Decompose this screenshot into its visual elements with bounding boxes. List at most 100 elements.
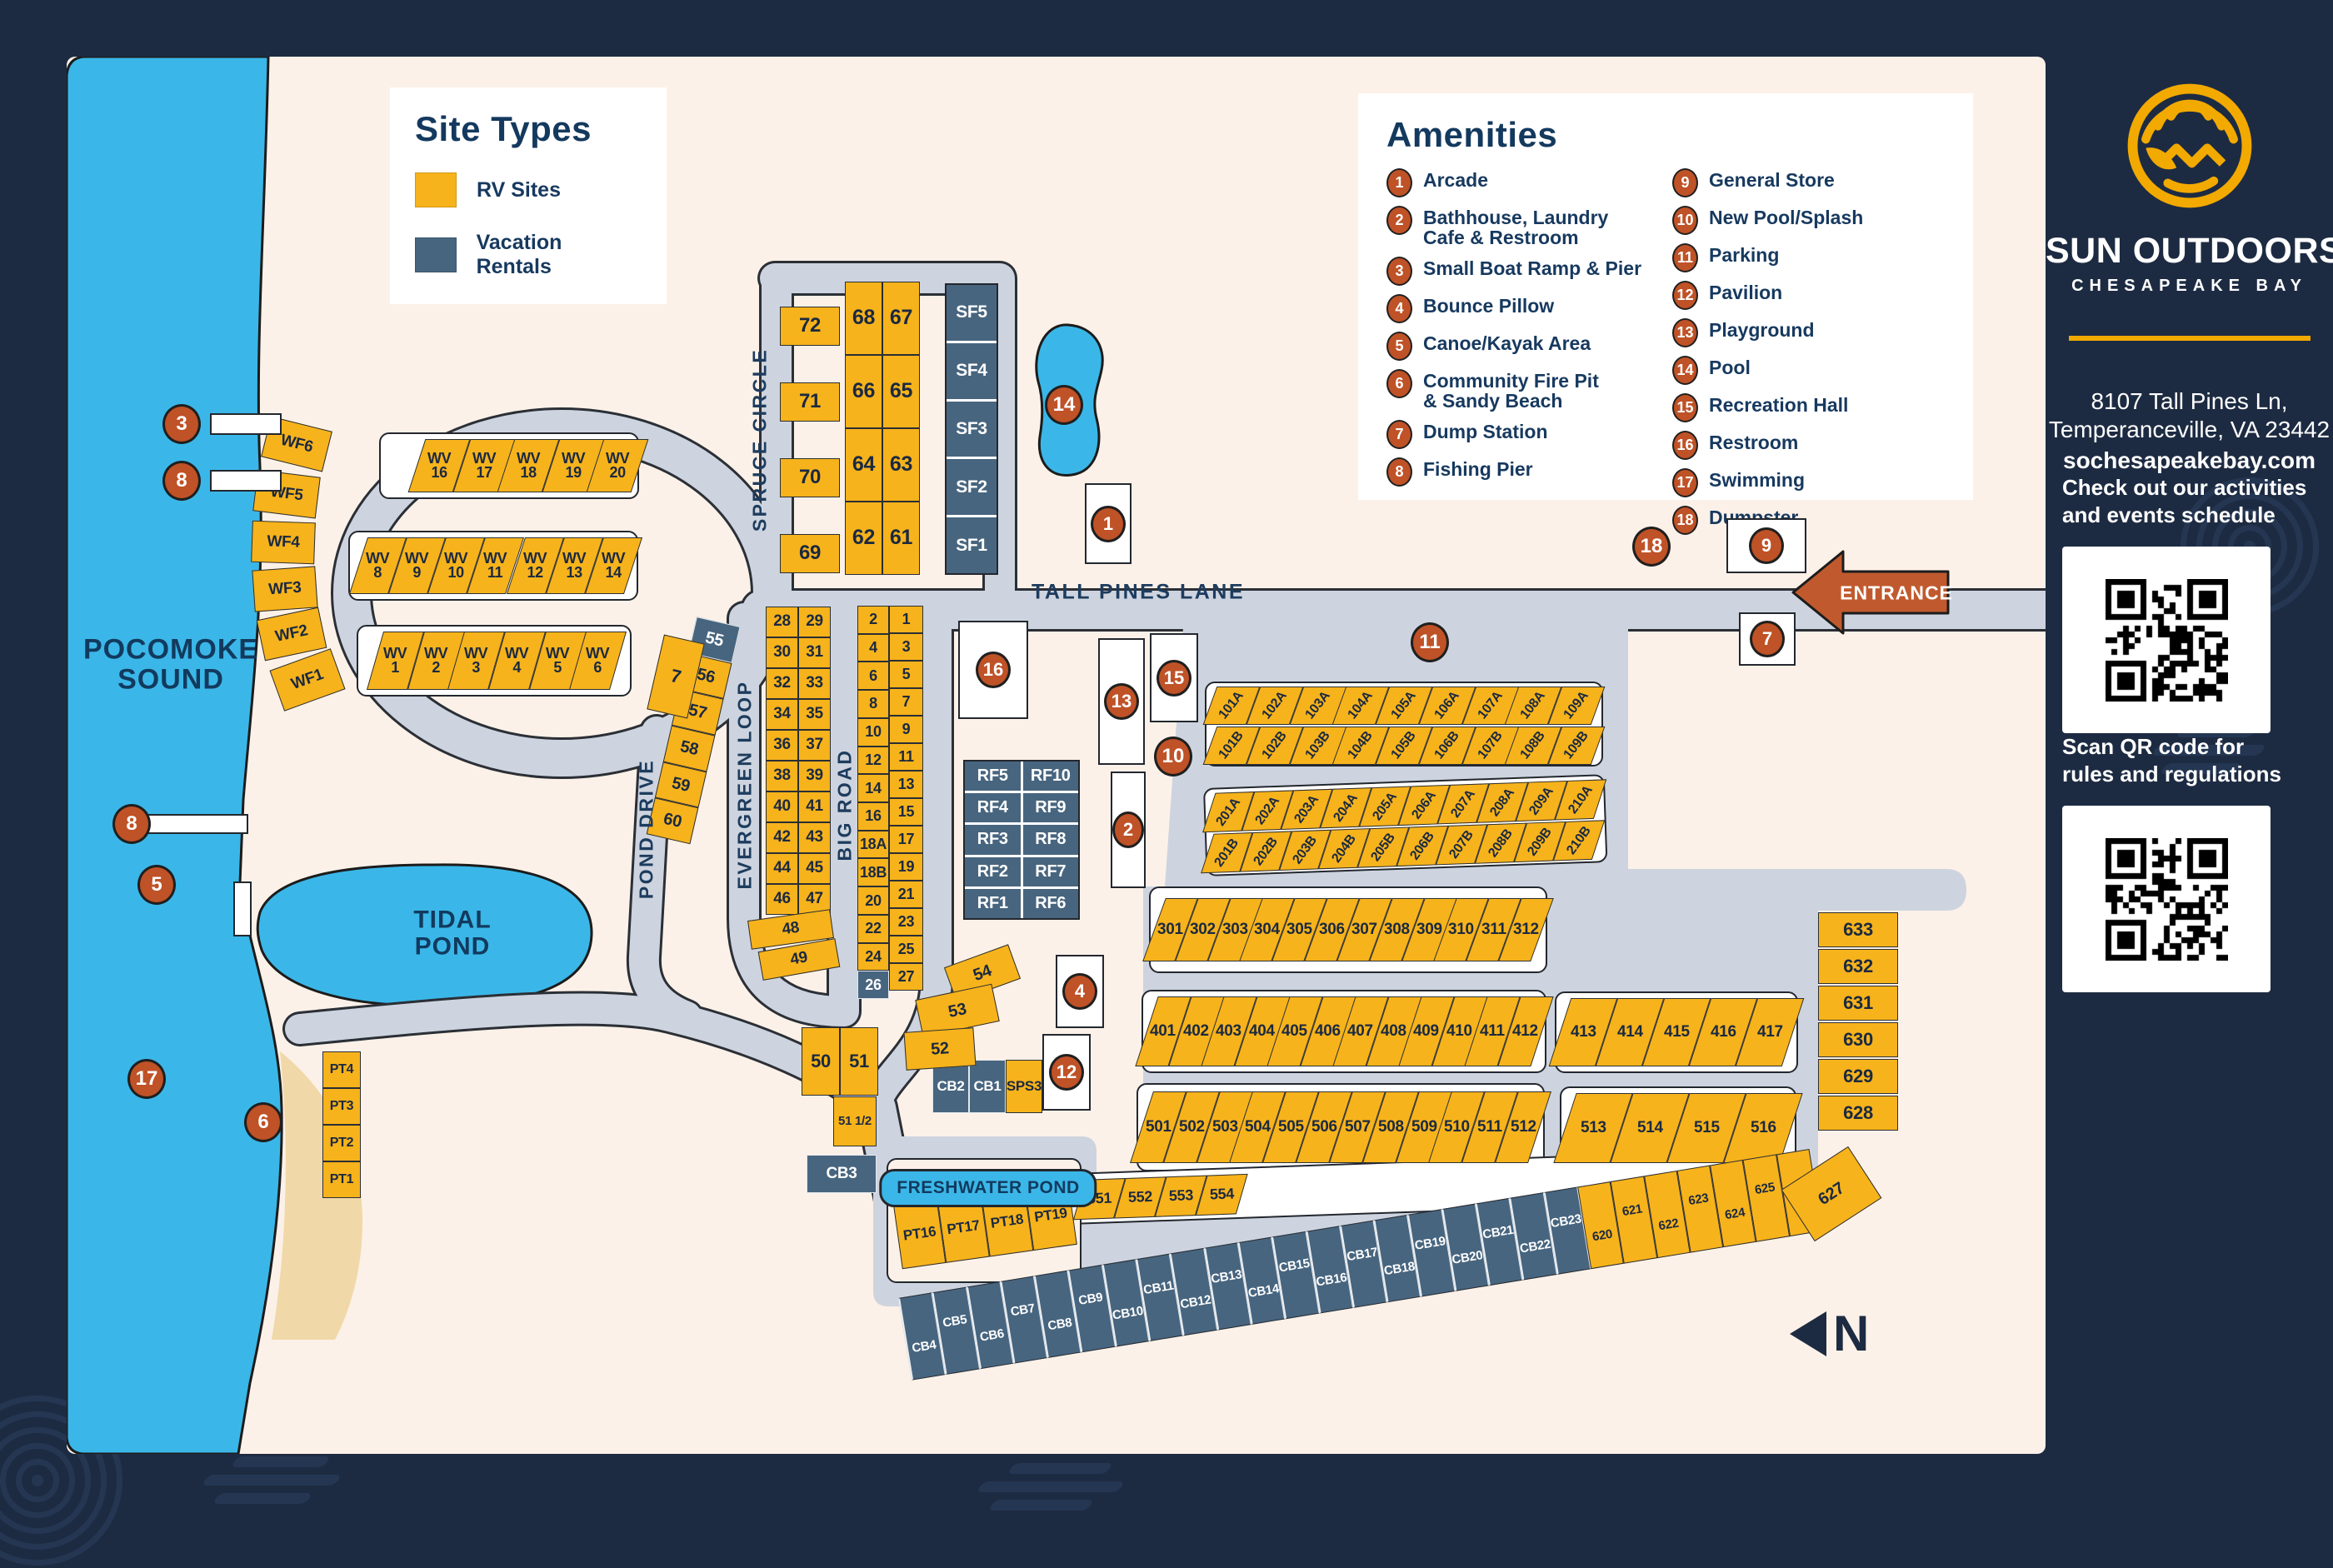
amenity-marker-3: 3 bbox=[162, 404, 201, 444]
site-WF3: WF3 bbox=[252, 566, 318, 612]
amenity-item: 8 Fishing Pier bbox=[1386, 457, 1659, 487]
decor-wave-bottom-2 bbox=[976, 1463, 1126, 1511]
site-6: 6 bbox=[857, 662, 889, 691]
amenity-label: Swimming bbox=[1709, 469, 1806, 491]
amenity-item: 1 Arcade bbox=[1386, 168, 1659, 197]
sun-outdoors-logo bbox=[2127, 83, 2251, 208]
site-46: 46 bbox=[766, 884, 798, 915]
amenity-marker-17: 17 bbox=[127, 1059, 166, 1099]
site-628: 628 bbox=[1818, 1096, 1898, 1131]
amenity-label: Restroom bbox=[1709, 432, 1799, 453]
site-7: 7 bbox=[889, 688, 923, 716]
site-39: 39 bbox=[798, 761, 831, 791]
site-SF1: SF1 bbox=[947, 517, 997, 573]
divider bbox=[2068, 336, 2311, 341]
north-arrow: N bbox=[1790, 1305, 1869, 1362]
site-38: 38 bbox=[766, 761, 798, 791]
amenity-number-badge: 12 bbox=[1672, 281, 1698, 310]
amenity-marker-16: 16 bbox=[976, 652, 1011, 688]
amenities-legend: Amenities 1 Arcade 2 Bathhouse, Laundry … bbox=[1358, 93, 1973, 535]
site-30: 30 bbox=[766, 637, 798, 668]
amenity-label: Pool bbox=[1709, 357, 1751, 378]
site-RF9: RF9 bbox=[1022, 793, 1078, 823]
amenity-label: Arcade bbox=[1423, 169, 1488, 191]
site-31: 31 bbox=[798, 637, 831, 668]
site-8: 8 bbox=[857, 690, 889, 718]
site-1: 1 bbox=[889, 606, 923, 633]
site-68: 68 bbox=[845, 282, 882, 355]
amenity-marker-8: 8 bbox=[162, 461, 201, 501]
site-18A: 18A bbox=[857, 830, 889, 859]
amenity-marker-8: 8 bbox=[112, 804, 151, 844]
amenity-label: Canoe/Kayak Area bbox=[1423, 332, 1591, 354]
site-9: 9 bbox=[889, 716, 923, 743]
label-freshwater-pond: FRESHWATER POND bbox=[879, 1169, 1097, 1207]
label-pocomoke-sound: POCOMOKE SOUND bbox=[82, 633, 259, 695]
website-link[interactable]: sochesapeakebay.com bbox=[2063, 447, 2316, 474]
site-66: 66 bbox=[845, 355, 882, 428]
label-entrance: ENTRANCE bbox=[1840, 582, 1953, 604]
amenity-label: Recreation Hall bbox=[1709, 394, 1849, 416]
site-4: 4 bbox=[857, 633, 889, 662]
decor-wave-bottom-1 bbox=[201, 1456, 342, 1504]
amenity-number-badge: 15 bbox=[1672, 393, 1698, 422]
amenity-marker-15: 15 bbox=[1157, 659, 1191, 697]
amenity-item: 13 Playground bbox=[1672, 318, 1945, 347]
amenity-label: Pavilion bbox=[1709, 282, 1783, 303]
site-52: 52 bbox=[903, 1027, 977, 1071]
amenity-marker-13: 13 bbox=[1104, 683, 1139, 720]
site-RF8: RF8 bbox=[1022, 825, 1078, 855]
site-CB2: CB2 bbox=[932, 1060, 969, 1113]
amenity-number-badge: 9 bbox=[1672, 168, 1698, 197]
site-71: 71 bbox=[780, 382, 840, 422]
site-70: 70 bbox=[780, 458, 840, 497]
site-32: 32 bbox=[766, 668, 798, 699]
site-630: 630 bbox=[1818, 1022, 1898, 1057]
amenity-item: 16 Restroom bbox=[1672, 431, 1945, 460]
site-CB1: CB1 bbox=[969, 1060, 1006, 1113]
site-SF2: SF2 bbox=[947, 459, 997, 516]
site-33: 33 bbox=[798, 668, 831, 699]
site-28: 28 bbox=[766, 607, 798, 637]
amenity-number-badge: 7 bbox=[1386, 419, 1412, 449]
site-SPS3: SPS3 bbox=[1006, 1060, 1042, 1113]
amenity-marker-1: 1 bbox=[1091, 505, 1126, 542]
site-61: 61 bbox=[882, 502, 920, 575]
amenity-marker-7: 7 bbox=[1750, 621, 1785, 657]
site-631: 631 bbox=[1818, 986, 1898, 1021]
qr-box-activities bbox=[2062, 547, 2271, 734]
amenity-item: 7 Dump Station bbox=[1386, 419, 1659, 449]
amenity-number-badge: 6 bbox=[1386, 368, 1412, 398]
site-51: 51 bbox=[840, 1027, 878, 1096]
amenity-item: 12 Pavilion bbox=[1672, 281, 1945, 310]
amenity-marker-12: 12 bbox=[1049, 1054, 1084, 1091]
site-51-1/2: 51 1/2 bbox=[833, 1096, 877, 1146]
amenity-marker-11: 11 bbox=[1411, 622, 1449, 662]
building-marker-4: 4 bbox=[1056, 955, 1104, 1028]
site-RF2: RF2 bbox=[965, 856, 1021, 886]
pier bbox=[210, 470, 282, 492]
amenity-marker-10: 10 bbox=[1154, 737, 1192, 777]
site-17: 17 bbox=[889, 826, 923, 853]
amenity-item: 17 Swimming bbox=[1672, 468, 1945, 497]
amenity-item: 2 Bathhouse, Laundry Cafe & Restroom bbox=[1386, 206, 1659, 248]
site-29: 29 bbox=[798, 607, 831, 637]
amenity-label: Bathhouse, Laundry Cafe & Restroom bbox=[1423, 207, 1609, 248]
site-44: 44 bbox=[766, 853, 798, 884]
label-pond-drive: POND DRIVE bbox=[635, 758, 657, 900]
amenity-item: 10 New Pool/Splash bbox=[1672, 206, 1945, 235]
site-27: 27 bbox=[889, 963, 923, 991]
amenity-item: 18 Dumpster bbox=[1672, 506, 1945, 535]
site-SF5: SF5 bbox=[947, 285, 997, 341]
